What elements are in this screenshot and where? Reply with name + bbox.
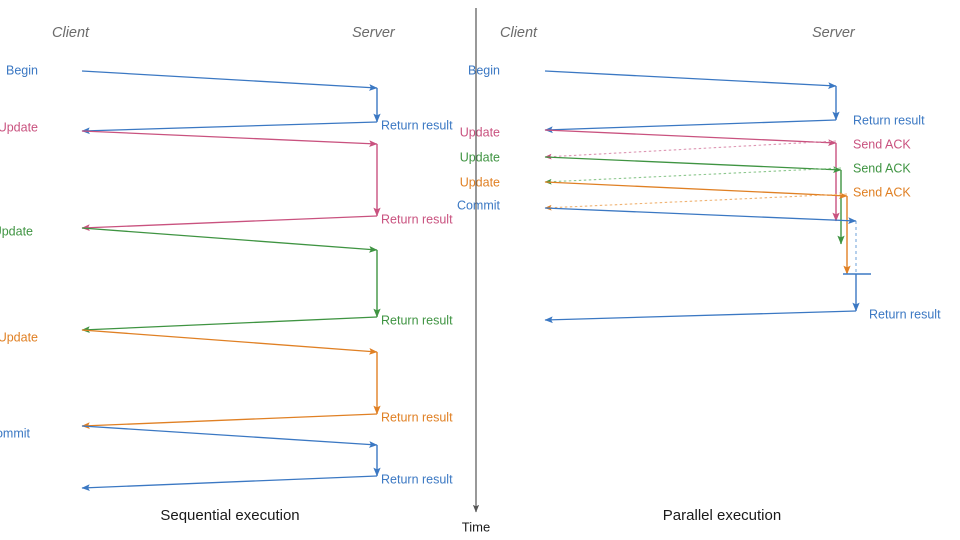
message-arrow-commit-result bbox=[81, 475, 378, 492]
message-arrow-ack-3 bbox=[544, 193, 848, 211]
message-arrow-update-1-result bbox=[81, 215, 378, 232]
message-label-begin: Begin bbox=[6, 63, 38, 77]
message-label-update-2: Update bbox=[0, 224, 33, 238]
message-label-ack-2: Send ACK bbox=[853, 161, 911, 175]
lane-header-server: Server bbox=[812, 25, 856, 41]
message-arrow-commit bbox=[544, 207, 857, 225]
message-arrow-update-3-result bbox=[81, 413, 378, 430]
message-label-commit-result: Return result bbox=[869, 307, 941, 321]
message-label-update-1-result: Return result bbox=[381, 212, 453, 226]
message-label-ack-3: Send ACK bbox=[853, 185, 911, 199]
message-arrow-update-1 bbox=[81, 130, 378, 148]
message-arrow-ack-2 bbox=[544, 167, 842, 185]
message-label-update-2-result: Return result bbox=[381, 313, 453, 327]
message-label-update-3-result: Return result bbox=[381, 410, 453, 424]
message-arrow-begin-result bbox=[544, 119, 837, 134]
message-arrow-update-2 bbox=[544, 156, 842, 174]
message-label-ack-1: Send ACK bbox=[853, 137, 911, 151]
message-label-update-3: Update bbox=[0, 330, 38, 344]
message-arrow-update-1 bbox=[544, 129, 837, 147]
message-label-commit-result: Return result bbox=[381, 472, 453, 486]
time-axis-label: Time bbox=[462, 519, 490, 534]
lane-header-client: Client bbox=[52, 25, 90, 41]
message-arrow-begin bbox=[544, 70, 837, 89]
message-arrow-begin bbox=[81, 70, 378, 91]
message-label-begin-result: Return result bbox=[853, 113, 925, 127]
message-label-begin: Begin bbox=[468, 63, 500, 77]
message-arrow-commit-result bbox=[544, 310, 857, 324]
message-label-update-3: Update bbox=[460, 175, 500, 189]
message-label-commit: Commit bbox=[0, 426, 31, 440]
panel-caption: Sequential execution bbox=[160, 507, 299, 524]
panel-caption: Parallel execution bbox=[663, 507, 781, 524]
message-label-update-2: Update bbox=[460, 150, 500, 164]
message-label-update-1: Update bbox=[0, 120, 38, 134]
message-arrow-ack-1 bbox=[544, 140, 837, 160]
message-arrow-begin-result bbox=[81, 121, 378, 135]
message-arrow-update-2 bbox=[81, 227, 378, 253]
message-label-update-1: Update bbox=[460, 125, 500, 139]
message-arrow-update-3 bbox=[81, 329, 378, 355]
lane-header-server: Server bbox=[352, 25, 396, 41]
message-arrow-commit bbox=[81, 425, 378, 448]
message-arrow-update-3 bbox=[544, 181, 848, 200]
lane-header-client: Client bbox=[500, 25, 538, 41]
message-label-begin-result: Return result bbox=[381, 118, 453, 132]
message-arrow-update-2-result bbox=[81, 316, 378, 334]
message-label-commit: Commit bbox=[457, 198, 501, 212]
